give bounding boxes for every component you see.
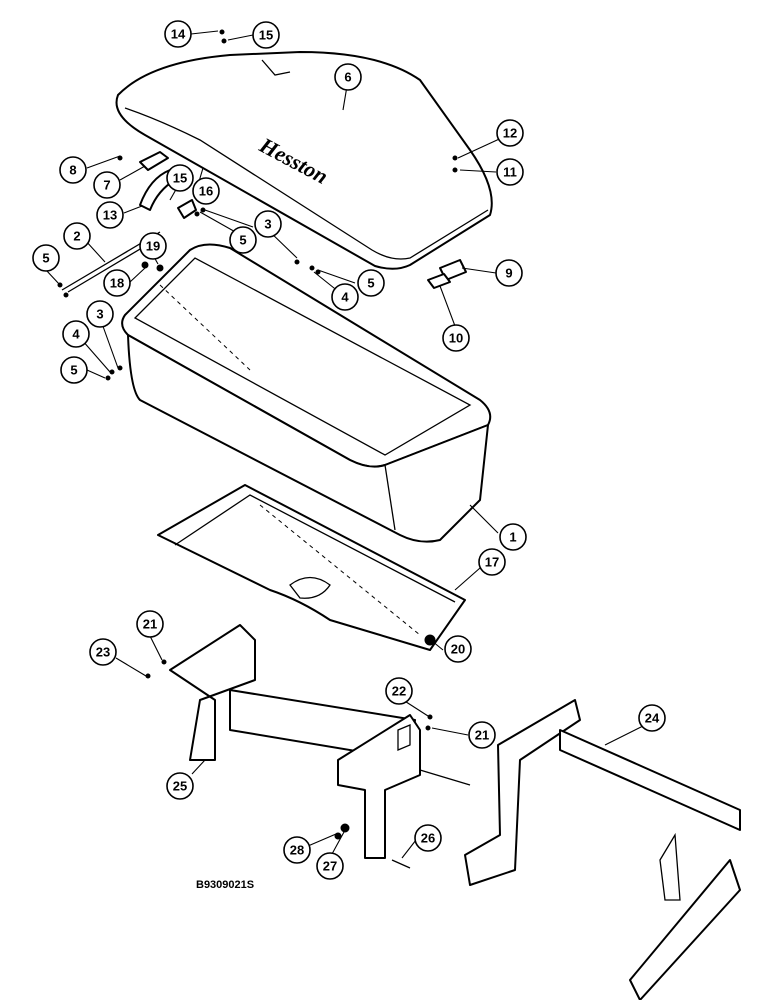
callout-5b: 5 (357, 269, 385, 297)
svg-text:9: 9 (505, 266, 512, 281)
svg-text:1: 1 (509, 530, 516, 545)
frame-part (464, 699, 741, 1000)
svg-text:28: 28 (290, 843, 304, 858)
callout-8: 8 (59, 156, 87, 184)
callout-5c: 5 (32, 244, 60, 272)
callout-26: 26 (414, 824, 442, 852)
svg-text:8: 8 (69, 163, 76, 178)
callout-4b: 4 (62, 320, 90, 348)
callout-23: 23 (89, 638, 117, 666)
svg-text:3: 3 (264, 217, 271, 232)
callout-3a: 3 (254, 210, 282, 238)
svg-text:25: 25 (173, 779, 187, 794)
callout-25: 25 (166, 772, 194, 800)
callout-14: 14 (164, 20, 192, 48)
svg-text:7: 7 (103, 178, 110, 193)
callout-21a: 21 (136, 610, 164, 638)
svg-text:19: 19 (146, 239, 160, 254)
callout-16: 16 (192, 177, 220, 205)
callout-10: 10 (442, 324, 470, 352)
callout-11: 11 (496, 158, 524, 186)
callout-15b: 15 (166, 164, 194, 192)
callout-17: 17 (478, 548, 506, 576)
figure-reference-code: B9309021S (196, 879, 254, 891)
callout-1: 1 (499, 523, 527, 551)
callout-4a: 4 (331, 283, 359, 311)
svg-text:26: 26 (421, 831, 435, 846)
box-part (121, 243, 492, 543)
callout-28: 28 (283, 836, 311, 864)
svg-text:5: 5 (42, 251, 49, 266)
svg-text:2: 2 (73, 229, 80, 244)
svg-text:23: 23 (96, 645, 110, 660)
svg-text:21: 21 (475, 728, 489, 743)
cover-part: Hesston (115, 51, 493, 270)
svg-text:10: 10 (449, 331, 463, 346)
svg-text:20: 20 (451, 642, 465, 657)
svg-text:12: 12 (503, 126, 517, 141)
tray-part (157, 484, 466, 651)
callout-5d: 5 (60, 356, 88, 384)
callout-18: 18 (103, 269, 131, 297)
svg-text:17: 17 (485, 555, 499, 570)
callout-2: 2 (63, 222, 91, 250)
svg-text:27: 27 (323, 859, 337, 874)
hardware-items (57, 29, 458, 869)
callout-19: 19 (139, 232, 167, 260)
svg-text:6: 6 (344, 70, 351, 85)
callout-13: 13 (96, 201, 124, 229)
svg-text:22: 22 (392, 684, 406, 699)
svg-text:5: 5 (70, 363, 77, 378)
svg-text:15: 15 (259, 28, 273, 43)
svg-text:24: 24 (645, 711, 660, 726)
callout-20: 20 (444, 635, 472, 663)
callout-12: 12 (496, 119, 524, 147)
svg-text:5: 5 (239, 233, 246, 248)
callout-27: 27 (316, 852, 344, 880)
callout-3b: 3 (86, 300, 114, 328)
callout-6: 6 (334, 63, 362, 91)
svg-text:4: 4 (341, 290, 349, 305)
svg-text:18: 18 (110, 276, 124, 291)
callout-24: 24 (638, 704, 666, 732)
svg-text:14: 14 (171, 27, 186, 42)
callout-7: 7 (93, 171, 121, 199)
callout-9: 9 (495, 259, 523, 287)
callout-22: 22 (385, 677, 413, 705)
svg-text:16: 16 (199, 184, 213, 199)
latch-parts (139, 151, 467, 289)
svg-text:3: 3 (96, 307, 103, 322)
svg-text:5: 5 (367, 276, 374, 291)
callout-15a: 15 (252, 21, 280, 49)
svg-text:15: 15 (173, 171, 187, 186)
svg-text:21: 21 (143, 617, 157, 632)
svg-text:11: 11 (503, 165, 517, 180)
callout-21b: 21 (468, 721, 496, 749)
svg-text:13: 13 (103, 208, 117, 223)
callout-5a: 5 (229, 226, 257, 254)
mount-bracket-part (169, 624, 471, 859)
svg-text:4: 4 (72, 327, 80, 342)
